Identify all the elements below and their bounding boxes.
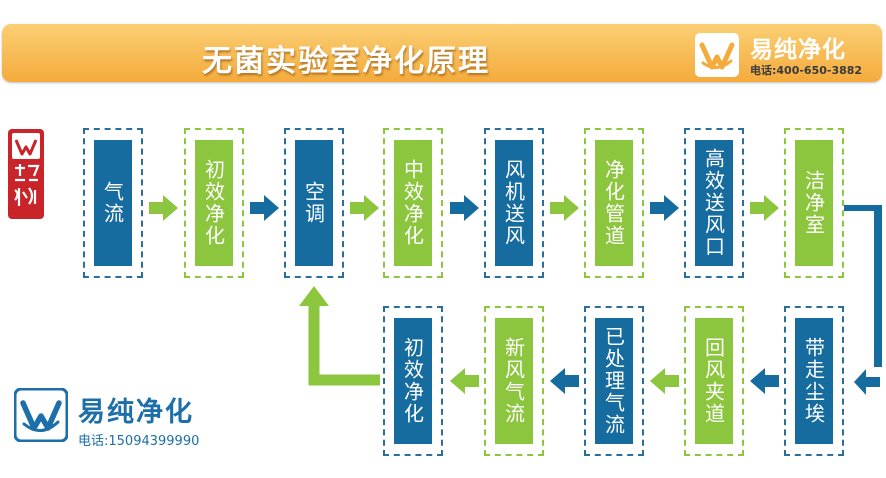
flow-node-fan-supply: 风机送风 xyxy=(484,128,544,278)
flow-node-airflow: 气流 xyxy=(83,128,143,278)
flow-node-return-air-passage: 回风夹道 xyxy=(684,306,744,456)
arrow-right-icon xyxy=(350,195,379,221)
header-phone: 电话:400-650-3882 xyxy=(750,64,863,77)
flow-node-label: 空调 xyxy=(295,140,333,266)
footer-brand-logo-icon xyxy=(13,387,69,443)
flow-node-label: 洁净室 xyxy=(795,140,833,266)
flow-node-label: 已处理气流 xyxy=(595,318,633,444)
arrow-left-icon xyxy=(550,368,579,394)
flow-node-treated-airflow: 已处理气流 xyxy=(584,306,644,456)
flow-node-air-conditioning: 空调 xyxy=(284,128,344,278)
flow-node-label: 带走尘埃 xyxy=(795,318,833,444)
flow-node-fresh-airflow: 新风气流 xyxy=(484,306,544,456)
flow-node-label: 气流 xyxy=(94,140,132,266)
arrow-left-icon xyxy=(450,368,479,394)
flow-node-label: 净化管道 xyxy=(595,140,633,266)
arrow-left-icon xyxy=(750,368,779,394)
flow-node-label: 高效送风口 xyxy=(695,140,733,266)
flow-node-label: 新风气流 xyxy=(495,318,533,444)
flow-node-label: 初效净化 xyxy=(394,318,432,444)
header-brand-name: 易纯净化 xyxy=(750,37,846,63)
flow-node-primary-filter-return: 初效净化 xyxy=(383,306,443,456)
connector-down-arrow-icon xyxy=(844,205,882,395)
flow-node-label: 初效净化 xyxy=(195,140,233,266)
arrow-left-icon xyxy=(650,368,679,394)
flow-node-clean-room: 洁净室 xyxy=(784,128,844,278)
header-banner: 无菌实验室净化原理 易纯净化 电话:400-650-3882 xyxy=(2,24,882,82)
return-arrow-icon xyxy=(299,286,380,386)
flow-node-primary-filter: 初效净化 xyxy=(184,128,244,278)
brand-logo-icon xyxy=(695,33,739,77)
flow-node-purification-duct: 净化管道 xyxy=(584,128,644,278)
arrow-right-icon xyxy=(650,195,679,221)
flow-node-label: 回风夹道 xyxy=(695,318,733,444)
flow-node-medium-filter: 中效净化 xyxy=(383,128,443,278)
arrow-right-icon xyxy=(550,195,579,221)
footer-brand-name: 易纯净化 xyxy=(78,397,194,428)
seal-icon xyxy=(7,128,45,220)
arrow-right-icon xyxy=(250,195,279,221)
flow-node-remove-dust: 带走尘埃 xyxy=(784,306,844,456)
page-title: 无菌实验室净化原理 xyxy=(202,44,490,79)
flow-node-hepa-outlet: 高效送风口 xyxy=(684,128,744,278)
arrow-right-icon xyxy=(450,195,479,221)
flow-node-label: 中效净化 xyxy=(394,140,432,266)
arrow-right-icon xyxy=(149,195,178,221)
footer-phone: 电话:15094399990 xyxy=(78,434,200,449)
flow-node-label: 风机送风 xyxy=(495,140,533,266)
arrow-right-icon xyxy=(750,195,779,221)
